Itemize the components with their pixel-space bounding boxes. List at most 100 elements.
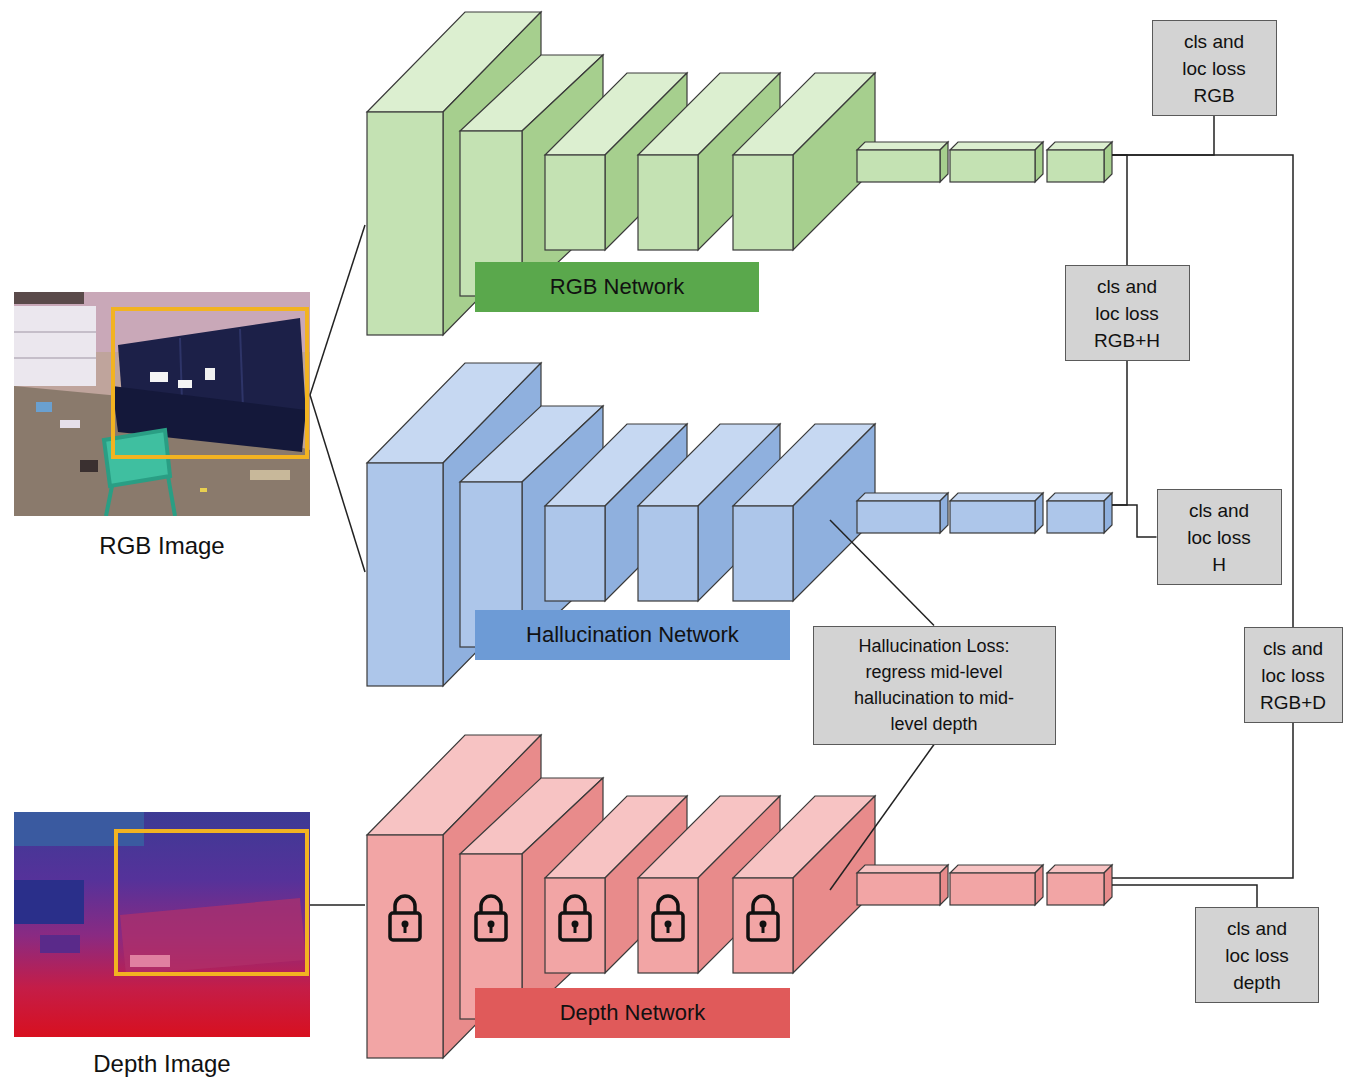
input-image: Depth Image xyxy=(14,812,310,1078)
layer-front xyxy=(1047,501,1104,533)
rgb-photo xyxy=(14,292,310,516)
network-label-band: Depth Network xyxy=(475,988,790,1038)
photo-drawer-line xyxy=(14,331,96,333)
connector-line xyxy=(1112,723,1293,878)
layer-front xyxy=(733,155,793,250)
network-label-band: RGB Network xyxy=(475,262,759,312)
layer-front xyxy=(857,501,940,533)
loss-box: cls and loc loss H xyxy=(1157,489,1282,585)
layer-stack xyxy=(367,735,1112,1058)
depth-photo xyxy=(14,812,310,1037)
padlock-body xyxy=(748,913,778,940)
padlock-icon xyxy=(560,896,590,940)
photo-box xyxy=(250,470,290,480)
photo-sofa-seam xyxy=(180,338,182,402)
layer-front xyxy=(638,155,698,250)
loss-box: Hallucination Loss: regress mid-level ha… xyxy=(813,626,1056,745)
photo-paper xyxy=(178,380,192,388)
layer-side xyxy=(1104,142,1112,182)
loss-label: cls and loc loss H xyxy=(1179,497,1259,578)
photo-chair-leg xyxy=(106,486,112,516)
connector-line xyxy=(1112,155,1293,627)
layer-side xyxy=(1035,493,1043,533)
loss-label: cls and loc loss RGB+H xyxy=(1087,273,1167,354)
connector-line xyxy=(1112,885,1257,907)
layer-top xyxy=(1047,493,1112,501)
padlock-keyhole xyxy=(667,925,670,933)
connector-line xyxy=(830,745,934,891)
network-block: Depth Network xyxy=(365,733,1112,1058)
depth-region xyxy=(130,955,170,967)
layer-front xyxy=(367,463,443,686)
layer-side xyxy=(940,493,948,533)
connector-line xyxy=(310,904,365,906)
connector-line xyxy=(1112,361,1127,505)
padlock-keyhole xyxy=(490,925,493,933)
layer-top xyxy=(950,493,1043,501)
padlock-icon xyxy=(476,896,506,940)
layer-top xyxy=(857,865,948,873)
network-block: RGB Network xyxy=(365,10,1112,338)
loss-box: cls and loc loss depth xyxy=(1195,907,1319,1003)
layer-front xyxy=(367,112,443,335)
layer-front xyxy=(638,506,698,601)
layer-top xyxy=(857,493,948,501)
padlock-keyhole xyxy=(404,925,407,933)
padlock-body xyxy=(476,913,506,940)
padlock-body xyxy=(560,913,590,940)
network-name: Hallucination Network xyxy=(526,622,739,648)
padlock-keyhole xyxy=(762,925,765,933)
photo-paper xyxy=(205,368,215,380)
padlock-body xyxy=(653,913,683,940)
bounding-box xyxy=(116,831,307,974)
image-caption: Depth Image xyxy=(93,1050,230,1078)
layer-stack xyxy=(367,12,1112,335)
photo-item xyxy=(200,488,207,492)
layer-front xyxy=(1047,873,1104,905)
layer-front xyxy=(1047,150,1104,182)
layer-front xyxy=(950,150,1035,182)
layer-front xyxy=(857,873,940,905)
connector-line xyxy=(310,395,365,572)
layer-side xyxy=(940,142,948,182)
layer-front xyxy=(733,506,793,601)
depth-region xyxy=(40,935,80,953)
layer-side xyxy=(1104,865,1112,905)
connector-line xyxy=(1112,505,1157,537)
depth-region xyxy=(14,880,84,924)
connector-line xyxy=(1112,116,1214,155)
loss-label: cls and loc loss RGB+D xyxy=(1253,635,1333,716)
layer-front xyxy=(367,835,443,1058)
network-name: Depth Network xyxy=(560,1000,706,1026)
loss-box: cls and loc loss RGB+D xyxy=(1244,627,1343,723)
photo-floor xyxy=(14,386,310,516)
layer-top xyxy=(857,142,948,150)
photo-cabinet xyxy=(14,306,96,386)
photo-wall xyxy=(14,292,310,516)
input-image: RGB Image xyxy=(14,292,310,560)
image-caption: RGB Image xyxy=(99,532,224,560)
depth-sofa xyxy=(120,898,306,975)
network-label-band: Hallucination Network xyxy=(475,610,790,660)
layer-side xyxy=(1104,493,1112,533)
photo-drawer-line xyxy=(14,357,96,359)
layer-top xyxy=(950,142,1043,150)
padlock-icon xyxy=(748,896,778,940)
layer-side xyxy=(1035,865,1043,905)
photo-item xyxy=(80,460,98,472)
layer-top xyxy=(1047,142,1112,150)
photo-chair-leg xyxy=(168,476,175,516)
layer-front xyxy=(857,150,940,182)
layer-top xyxy=(950,865,1043,873)
photo-toy xyxy=(36,402,52,412)
loss-label: Hallucination Loss: regress mid-level ha… xyxy=(837,633,1032,737)
photo-sofa-seam xyxy=(240,329,243,408)
network-name: RGB Network xyxy=(550,274,684,300)
layer-front xyxy=(950,873,1035,905)
connector-line xyxy=(1112,155,1127,265)
padlock-keyhole xyxy=(574,925,577,933)
photo-toy xyxy=(60,420,80,428)
connector-line xyxy=(310,225,365,395)
loss-box: cls and loc loss RGB+H xyxy=(1065,265,1190,361)
loss-label: cls and loc loss depth xyxy=(1217,915,1297,996)
